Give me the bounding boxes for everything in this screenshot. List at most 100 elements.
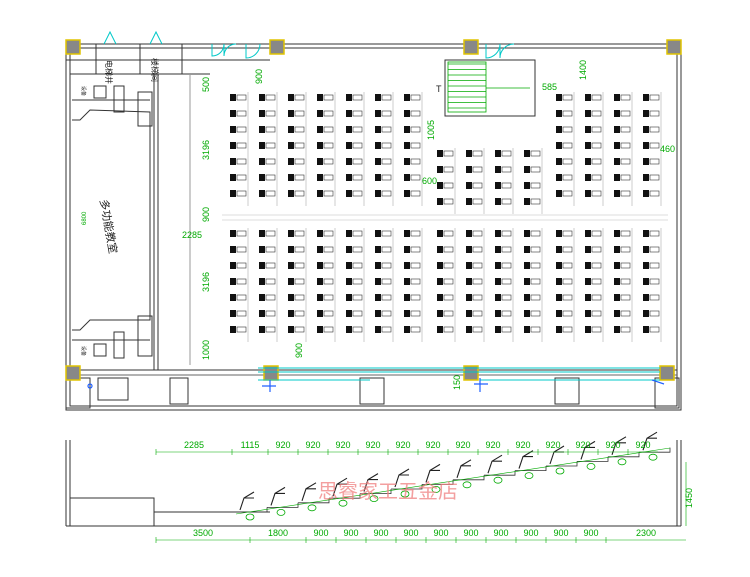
seat [614,174,631,181]
seat [614,94,631,101]
section-tiers [235,431,671,521]
seat [259,142,276,149]
seat [614,230,631,237]
section-tier [329,477,361,507]
seat [288,110,305,117]
seat [230,126,247,133]
stair [447,61,530,113]
dimension-label: 920 [605,440,620,450]
seat [437,150,454,157]
seat [288,230,305,237]
section-tier [236,491,268,521]
seat [556,126,573,133]
seat [230,142,247,149]
side-room-label-2: 设备 [80,346,87,356]
seat [643,190,660,197]
seat [643,174,660,181]
seat [230,246,247,253]
seat [495,230,512,237]
seat [346,326,363,333]
side-room-label-1: 设备 [80,86,87,96]
seat [495,198,512,205]
dimension-label: 900 [313,528,328,538]
seat [643,262,660,269]
seat [585,278,602,285]
seat [375,262,392,269]
seat [259,294,276,301]
seat [259,326,276,333]
section-tier [577,440,609,470]
seat [585,174,602,181]
seat [585,294,602,301]
seat [524,150,541,157]
seat [346,246,363,253]
seat [288,142,305,149]
seat [556,262,573,269]
seat [317,294,334,301]
seat [375,190,392,197]
seat [288,158,305,165]
seat [317,142,334,149]
seat [524,294,541,301]
seat [556,246,573,253]
seat [346,278,363,285]
seat [614,190,631,197]
dimension-label: 920 [635,440,650,450]
seat [259,230,276,237]
dimension-label: 920 [305,440,320,450]
seat [404,326,421,333]
seat [346,294,363,301]
dim-900-top: 900 [254,69,264,84]
seat [259,246,276,253]
seat [375,246,392,253]
seat [643,230,660,237]
seat [524,326,541,333]
dimension-label: 900 [343,528,358,538]
seat [437,310,454,317]
seat [585,262,602,269]
seat [614,110,631,117]
seat [288,294,305,301]
section-tier [484,454,516,484]
seat [585,246,602,253]
seat-grid [230,92,662,342]
seat [259,158,276,165]
seat [230,326,247,333]
seat [466,198,483,205]
seat [230,110,247,117]
section-tier [546,445,578,475]
seat [317,174,334,181]
seat [437,294,454,301]
dim-v-3196-b: 3196 [201,272,211,292]
seat [346,310,363,317]
seat [556,310,573,317]
seat [466,310,483,317]
dimension-label: 3500 [193,528,213,538]
seat [317,246,334,253]
dimension-label: 900 [553,528,568,538]
aisle-lines [222,214,668,221]
seat [466,182,483,189]
seat [437,230,454,237]
seat [614,126,631,133]
dimension-label: 1115 [241,440,260,450]
seat [288,126,305,133]
dimension-label: 900 [433,528,448,538]
dimension-label: 920 [485,440,500,450]
dimension-label: 900 [373,528,388,538]
seat [437,278,454,285]
dimension-label: 900 [493,528,508,538]
seat [230,262,247,269]
seat [585,326,602,333]
seat [346,190,363,197]
seat [437,198,454,205]
seat [437,262,454,269]
dim-600: 600 [422,176,437,186]
seat [317,278,334,285]
seat [375,94,392,101]
seat [614,310,631,317]
seat [466,326,483,333]
dimension-label: 900 [463,528,478,538]
seat [404,158,421,165]
